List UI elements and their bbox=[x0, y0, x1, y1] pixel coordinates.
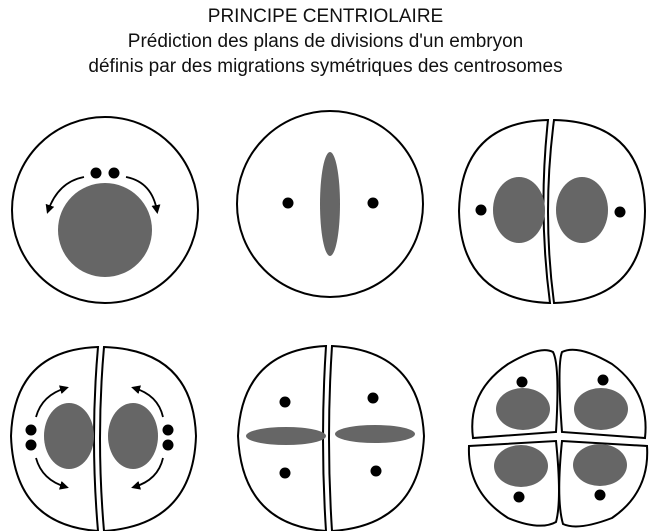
nucleus bbox=[44, 403, 94, 469]
centrosome-dot bbox=[595, 490, 606, 501]
centrosome-dot bbox=[280, 468, 291, 479]
nucleus bbox=[574, 388, 628, 430]
nucleus bbox=[108, 403, 158, 469]
metaphase-plate bbox=[246, 427, 326, 445]
centrosome-dot bbox=[598, 375, 609, 386]
centrosome-dot bbox=[514, 492, 525, 503]
centrosome-dot bbox=[371, 466, 382, 477]
centrosome-dot bbox=[26, 440, 37, 451]
centrosome-dot bbox=[163, 425, 174, 436]
centrosome-dot bbox=[368, 393, 379, 404]
nucleus bbox=[58, 183, 152, 277]
nucleus bbox=[494, 445, 548, 487]
centrosome-dot bbox=[283, 198, 294, 209]
panel-two-cell bbox=[459, 120, 645, 303]
metaphase-plate bbox=[335, 425, 415, 443]
centrosome-dot bbox=[615, 207, 626, 218]
panel-two-cell-spindles bbox=[238, 346, 424, 531]
panel-one-cell-spindle bbox=[237, 111, 423, 297]
nucleus bbox=[556, 177, 608, 243]
centrosome-dot bbox=[476, 205, 487, 216]
centrosome-dot bbox=[163, 440, 174, 451]
nucleus bbox=[493, 177, 545, 243]
nucleus bbox=[496, 388, 550, 430]
panel-one-cell-migration bbox=[12, 117, 198, 303]
panel-two-cell-migration bbox=[11, 347, 196, 531]
nucleus bbox=[573, 444, 627, 486]
centrosome-dot bbox=[91, 168, 102, 179]
centrosome-dot bbox=[109, 168, 120, 179]
panel-four-cell bbox=[469, 350, 647, 527]
metaphase-plate bbox=[320, 152, 340, 256]
centrosome-dot bbox=[280, 397, 291, 408]
centrosome-dot bbox=[26, 425, 37, 436]
centrosome-dot bbox=[368, 198, 379, 209]
centrosome-dot bbox=[517, 377, 528, 388]
